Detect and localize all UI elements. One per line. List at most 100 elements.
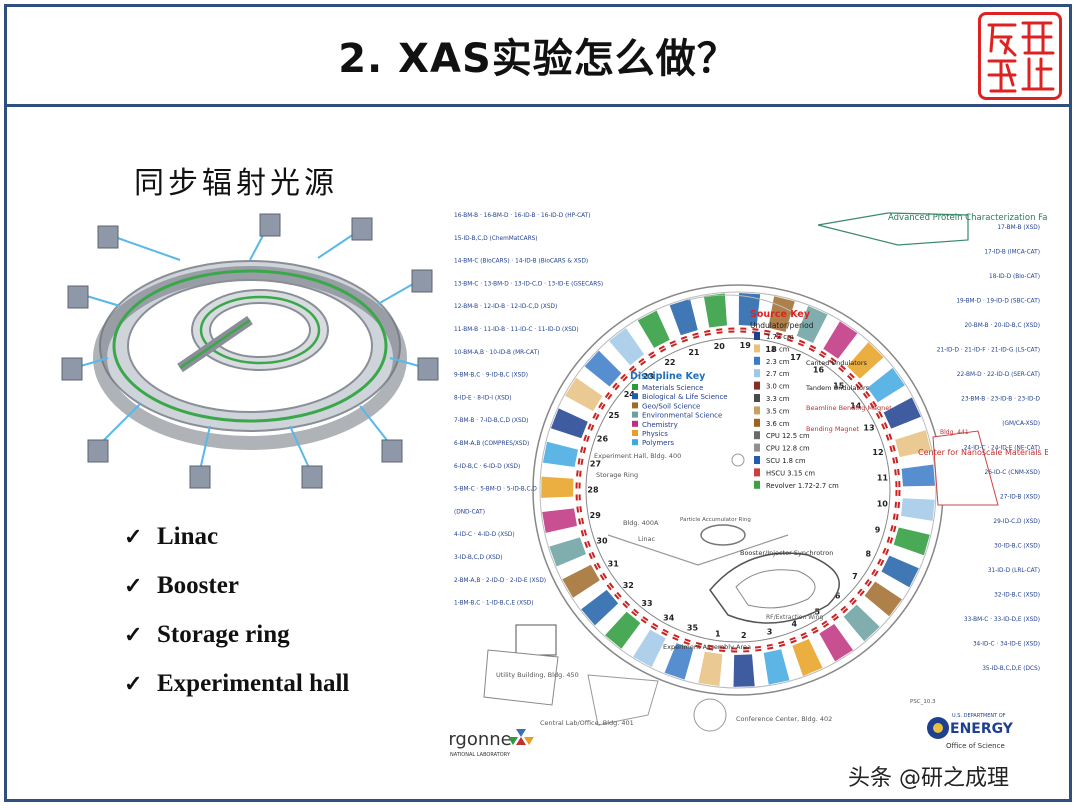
beamline-wedge <box>549 537 586 567</box>
source-key-swatch <box>754 456 760 464</box>
source-key-swatch <box>754 394 760 402</box>
title-bar: 2. XAS实验怎么做？ <box>4 4 1072 107</box>
storage-ring-magnets <box>575 327 901 653</box>
source-key-swatch <box>754 443 760 452</box>
doe-top-label: U.S. DEPARTMENT OF <box>952 713 1006 719</box>
beamline-label: 32-ID-B,C (XSD) <box>994 593 1040 599</box>
beamline-label: 13-BM-C · 13-BM-D · 13-ID-C,D · 13-ID-E … <box>454 281 603 287</box>
discipline-label: Polymers <box>642 439 674 447</box>
canted-undulators-label: Canted Undulators <box>806 359 867 367</box>
beamline-wedge <box>867 367 905 403</box>
beamline-label: 17-ID-B (IMCA-CAT) <box>984 250 1040 256</box>
sector-number: 27 <box>590 459 601 468</box>
beamline-label: 12-BM-B · 12-ID-B · 12-ID-C,D (XSD) <box>454 304 557 310</box>
left-beamline-labels: 16-BM-B · 16-BM-D · 16-ID-B · 16-ID-D (H… <box>454 213 603 607</box>
sector-number: 31 <box>608 560 620 569</box>
sector-number: 4 <box>792 620 798 629</box>
beamline-wedge <box>664 643 694 680</box>
beamline-label: 20-BM-B · 20-ID-B,C (XSD) <box>964 323 1040 329</box>
sector-number: 34 <box>663 613 675 622</box>
discipline-label: Chemistry <box>642 421 678 429</box>
beamline-wedge <box>864 581 902 617</box>
sector-number: 30 <box>596 536 608 545</box>
beamline-wedge <box>738 293 761 326</box>
source-key-label: 3.5 cm <box>766 407 790 415</box>
sector-number: 15 <box>833 382 845 391</box>
argonne-logo-text: Argonne <box>448 729 512 750</box>
beamline-wedge <box>669 298 698 336</box>
sector-number: 25 <box>608 411 620 420</box>
seal-logo <box>978 12 1062 100</box>
slide-frame <box>4 4 1072 802</box>
source-key-swatch <box>754 369 760 378</box>
sector-number: 24 <box>624 390 636 399</box>
beamline-label: 4-ID-C · 4-ID-D (XSD) <box>454 532 515 538</box>
beamline-wedge <box>819 624 853 662</box>
discipline-label: Physics <box>642 430 668 438</box>
beamline-wedge <box>901 464 935 487</box>
doe-main-label: ENERGY <box>950 721 1014 737</box>
sector-number: 8 <box>866 550 872 559</box>
beamline-label: 9-BM-B,C · 9-ID-B,C (XSD) <box>454 373 528 379</box>
source-key-swatch <box>754 468 760 477</box>
booster-inner <box>735 569 816 609</box>
beamline-wedge <box>823 321 858 359</box>
storage-ring-line <box>577 329 899 651</box>
beamline-label: 3-ID-B,C,D (XSD) <box>454 555 503 561</box>
bending-magnet-label: Bending Magnet <box>806 425 860 433</box>
source-key-list: 1.72 cm1.8 cm2.3 cm2.7 cm3.0 cm3.3 cm3.5… <box>754 332 839 490</box>
booster-ring <box>709 552 840 624</box>
source-key-label: CPU 12.5 cm <box>766 432 810 440</box>
central-marker <box>731 453 745 467</box>
sector-number: 12 <box>872 448 883 457</box>
sector-number: 28 <box>587 485 599 494</box>
beamline-label: 26-ID-C (CNM-XSD) <box>985 470 1040 476</box>
bullet-item: ✓Storage ring <box>124 610 349 659</box>
beamline-wedge <box>581 589 619 626</box>
beamline-label: (DND-CAT) <box>454 509 485 515</box>
beamline-label: 24-ID-C · 24-ID-E (NE-CAT) <box>964 446 1040 452</box>
source-key-label: 3.0 cm <box>766 383 790 391</box>
bullet-item: ✓Experimental hall <box>124 659 349 708</box>
beamline-wedge <box>565 377 603 412</box>
beamline-bending-label: Beamline Bending Magnet <box>806 404 892 412</box>
utility-building-block <box>515 624 557 656</box>
beamline-label: 6-ID-B,C · 6-ID-D (XSD) <box>454 464 520 470</box>
experiment-hall-label: Experiment Hall, Bldg. 400 <box>594 452 681 460</box>
source-key-label: 1.72 cm <box>766 333 794 341</box>
storage-ring-inner-wall <box>585 337 891 643</box>
sector-number: 17 <box>790 353 801 362</box>
beamline-wedge <box>584 350 622 387</box>
source-key-label: 2.3 cm <box>766 358 790 366</box>
discipline-swatch <box>632 411 638 418</box>
sector-number: 23 <box>643 372 654 381</box>
beamline-wedges <box>541 293 935 687</box>
tandem-undulators-label: Tandem Undulators <box>805 384 870 392</box>
discipline-label: Environmental Science <box>642 412 722 420</box>
bullet-item: ✓Booster <box>124 561 349 610</box>
beamline-wedge <box>901 498 935 521</box>
beamline-wedge <box>796 305 828 343</box>
argonne-logo-sub: NATIONAL LABORATORY <box>450 752 511 758</box>
beamline-wedge <box>843 604 880 642</box>
doe-logo <box>927 717 949 739</box>
source-key-label: Revolver 1.72-2.7 cm <box>766 482 839 490</box>
sector-number: 21 <box>688 348 700 357</box>
source-key-label: 3.3 cm <box>766 395 790 403</box>
beamline-label: 17-BM-B (XSD) <box>997 225 1040 231</box>
source-key-swatch <box>754 332 760 340</box>
beamline-label: 7-BM-B · 7-ID-B,C,D (XSD) <box>454 418 528 424</box>
beamline-wedge <box>541 476 574 498</box>
beamline-label: 35-ID-B,C,D,E (DCS) <box>982 666 1040 672</box>
bullet-list: ✓Linac ✓Booster ✓Storage ring ✓Experimen… <box>124 512 349 708</box>
beamline-wedge <box>609 328 645 366</box>
discipline-label: Materials Science <box>642 384 703 392</box>
sector-number: 14 <box>850 401 862 410</box>
linac-label: Linac <box>638 535 656 543</box>
sector-number: 1 <box>715 630 721 639</box>
beamline-label: 19-BM-D · 19-ID-D (SBC-CAT) <box>956 299 1040 305</box>
discipline-swatch <box>632 402 638 409</box>
beamline-label: 16-BM-B · 16-BM-D · 16-ID-B · 16-ID-D (H… <box>454 213 590 219</box>
sector-number: 11 <box>877 474 889 483</box>
